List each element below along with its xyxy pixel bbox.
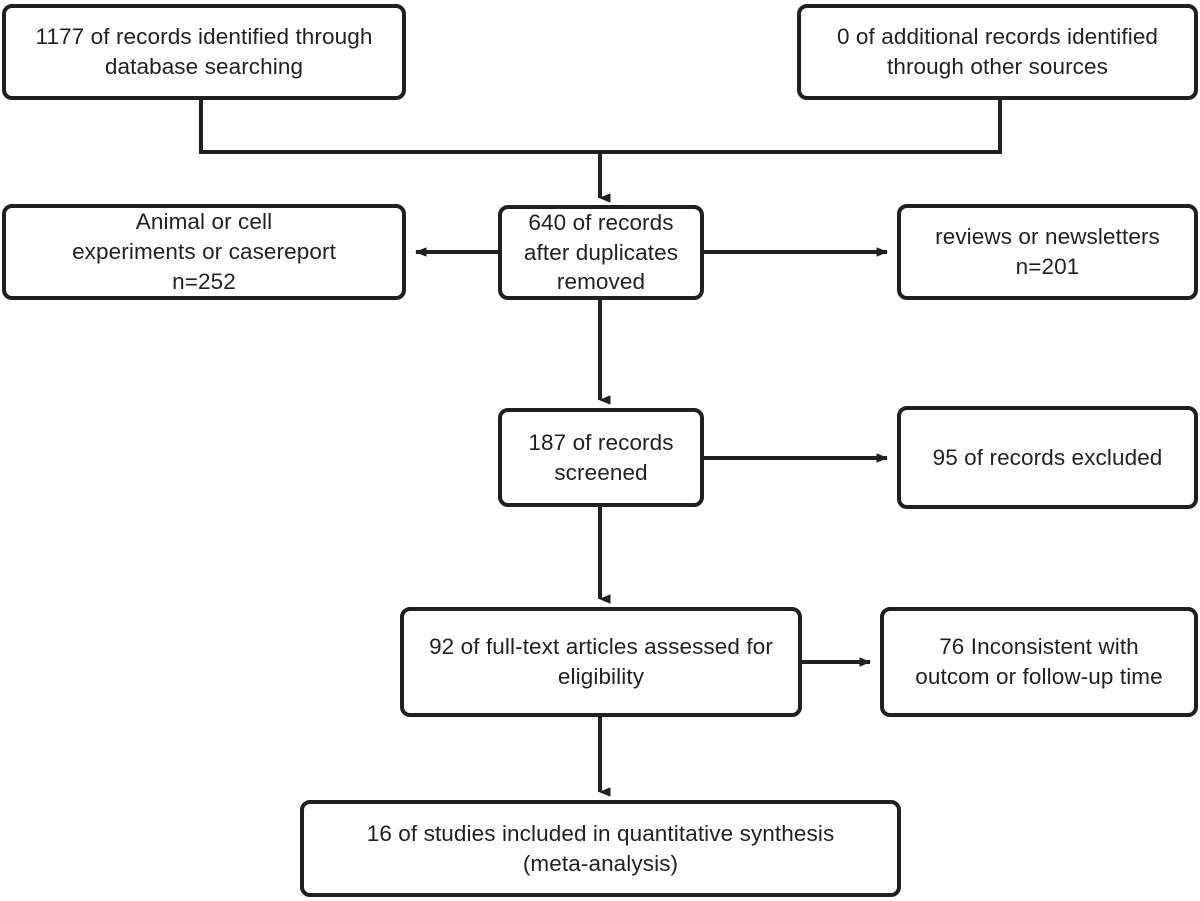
node-excluded-animal-cell-casereport: Animal or cell experiments or casereport… (2, 204, 406, 300)
node-excluded-inconsistent-outcome-label: 76 Inconsistent with outcom or follow-up… (915, 634, 1163, 689)
node-excluded-animal-cell-casereport-label: Animal or cell experiments or casereport… (72, 209, 336, 294)
node-excluded-reviews-newsletters: reviews or newsletters n=201 (897, 204, 1198, 300)
node-records-identified-other-sources-label: 0 of additional records identified throu… (836, 24, 1159, 79)
node-records-screened: 187 of records screened (498, 408, 704, 507)
node-excluded-inconsistent-outcome: 76 Inconsistent with outcom or follow-up… (880, 607, 1198, 717)
node-fulltext-articles-assessed-label: 92 of full-text articles assessed for el… (429, 634, 773, 689)
node-studies-included-quantitative-synthesis-label: 16 of studies included in quantitative s… (366, 820, 835, 876)
node-records-screened-label: 187 of records screened (528, 429, 674, 485)
node-records-excluded-label: 95 of records excluded (932, 444, 1163, 470)
node-fulltext-articles-assessed: 92 of full-text articles assessed for el… (400, 607, 802, 717)
node-records-after-duplicates-removed: 640 of records after duplicates removed (498, 205, 704, 300)
node-excluded-reviews-newsletters-label: reviews or newsletters n=201 (935, 224, 1160, 279)
node-records-identified-database: 1177 of records identified through datab… (2, 4, 406, 100)
node-records-excluded: 95 of records excluded (897, 406, 1198, 509)
node-records-identified-other-sources: 0 of additional records identified throu… (797, 4, 1198, 100)
node-studies-included-quantitative-synthesis: 16 of studies included in quantitative s… (300, 800, 901, 897)
node-records-identified-database-label: 1177 of records identified through datab… (35, 24, 373, 79)
node-records-after-duplicates-removed-label: 640 of records after duplicates removed (523, 209, 679, 295)
